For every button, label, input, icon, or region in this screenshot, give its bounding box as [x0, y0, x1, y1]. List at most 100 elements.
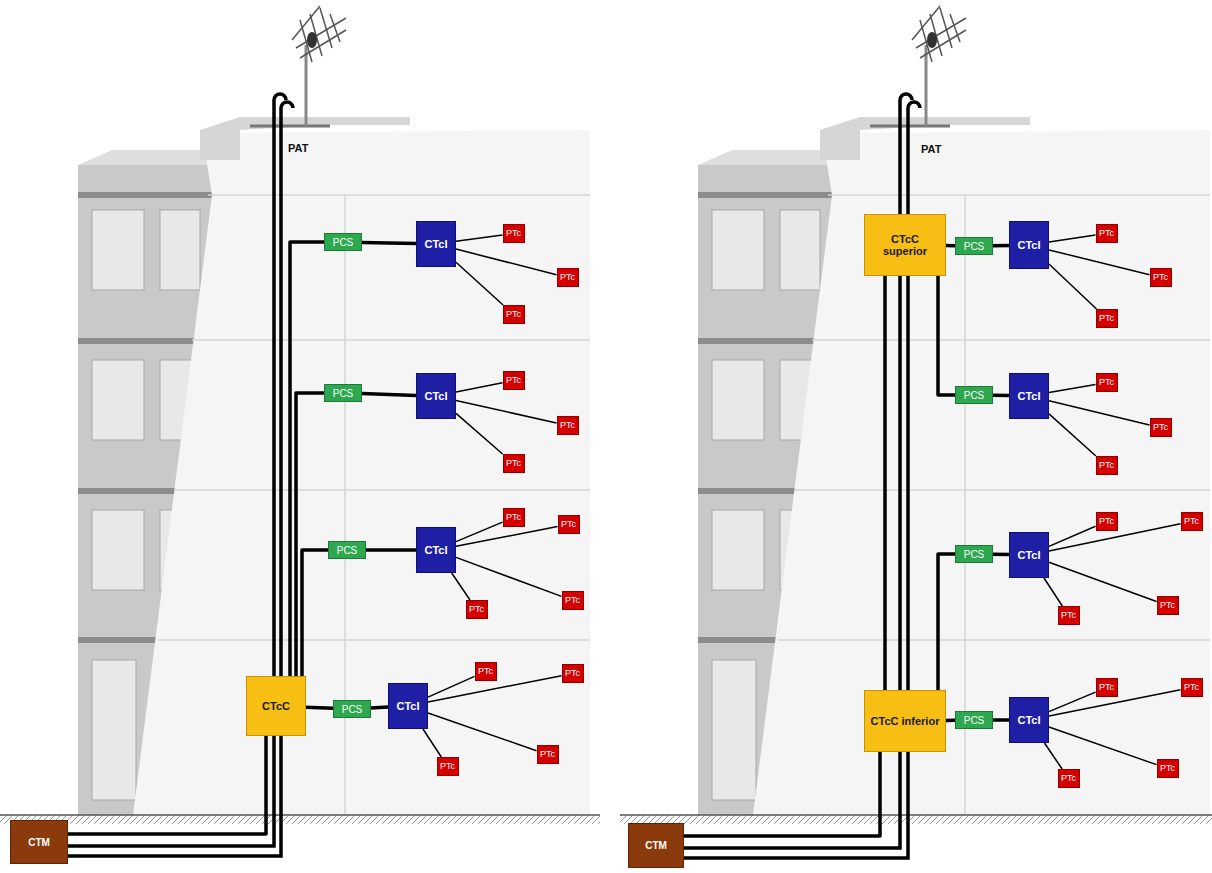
access-point: PTc — [1157, 596, 1179, 615]
riser-cable — [68, 736, 266, 834]
drop-cable — [1049, 401, 1150, 425]
box-label: PCS — [964, 715, 985, 726]
access-point: PTc — [1096, 224, 1118, 243]
drop-cable — [456, 262, 503, 305]
access-point: PTc — [503, 371, 525, 390]
riser-cable — [684, 752, 880, 836]
box-label: PCS — [964, 549, 985, 560]
box-label: CTcI — [424, 238, 447, 250]
riser-cable — [993, 244, 1009, 248]
box-label: CTcI — [1017, 549, 1040, 561]
box-label: CTM — [28, 837, 50, 848]
box-label: PTc — [1160, 764, 1175, 774]
drop-cable — [456, 249, 557, 275]
access-point: PTc — [537, 745, 559, 764]
box-label: PTc — [1061, 611, 1076, 621]
access-point: PTc — [503, 454, 525, 473]
access-point: PTc — [558, 515, 580, 534]
internal-terminal-box: CTcI — [1009, 221, 1049, 269]
box-label: PTc — [1153, 423, 1168, 433]
box-label: PTc — [1099, 378, 1114, 388]
drop-cable — [456, 401, 557, 424]
box-label: PCS — [964, 390, 985, 401]
riser-cable — [993, 394, 1009, 398]
access-point: PTc — [1150, 268, 1172, 287]
access-point: PTc — [466, 600, 488, 619]
drop-cable — [1049, 235, 1096, 242]
internal-terminal-box: CTcI — [1009, 697, 1049, 743]
box-label: PCS — [964, 241, 985, 252]
box-label: PTc — [506, 459, 521, 469]
drop-cable — [1049, 727, 1157, 765]
riser-cable — [946, 719, 955, 723]
drop-cable — [452, 573, 470, 600]
drop-cable — [1049, 414, 1096, 456]
box-label: PTc — [506, 513, 521, 523]
box-label: CTcC superior — [869, 233, 941, 257]
riser-cable — [938, 276, 955, 395]
drop-cable — [1049, 562, 1157, 601]
access-point: PTc — [1096, 678, 1118, 697]
box-label: PTc — [1184, 683, 1199, 693]
box-label: PCS — [337, 545, 358, 556]
drop-cable — [1049, 264, 1097, 309]
riser-cable — [366, 548, 416, 552]
riser-cable — [946, 244, 955, 248]
box-label: PTc — [565, 596, 580, 606]
riser-cable — [362, 242, 416, 243]
drop-cable — [1045, 743, 1063, 769]
access-point: PTc — [557, 416, 579, 435]
access-point: PTc — [1096, 309, 1118, 328]
drop-cable — [456, 235, 503, 241]
cable — [68, 94, 920, 858]
access-point: PTc — [1181, 678, 1203, 697]
drop-cable — [456, 527, 558, 547]
box-label: CTM — [645, 840, 667, 851]
drop-cable — [423, 729, 441, 757]
access-point: PTc — [562, 664, 584, 683]
riser-cable — [306, 707, 333, 708]
drop-cable — [456, 413, 503, 454]
riser-cable — [290, 242, 324, 676]
box-label: PTc — [506, 310, 521, 320]
mixer-terminal-box: CTM — [628, 823, 684, 868]
drop-cable — [1049, 384, 1096, 392]
box-label: PTc — [561, 520, 576, 530]
antenna-label: PAT — [288, 142, 308, 154]
internal-terminal-box: CTcI — [388, 683, 428, 729]
access-point: PTc — [503, 224, 525, 243]
box-label: PCS — [333, 237, 354, 248]
box-label: CTcI — [1017, 714, 1040, 726]
drop-cable — [456, 557, 562, 596]
mixer-terminal-box: CTM — [10, 820, 68, 864]
riser-cable — [993, 718, 1009, 722]
splitter-box: PCS — [324, 384, 362, 402]
splitter-box: PCS — [333, 700, 371, 718]
drop-cable — [428, 713, 537, 751]
box-label: PTc — [1153, 273, 1168, 283]
access-point: PTc — [557, 268, 579, 287]
riser-cable — [883, 276, 887, 690]
access-point: PTc — [1058, 769, 1080, 788]
access-point: PTc — [503, 305, 525, 324]
box-label: CTcI — [424, 390, 447, 402]
access-point: PTc — [1181, 512, 1203, 531]
riser-cable — [362, 394, 416, 396]
box-label: PTc — [1099, 314, 1114, 324]
antenna-label: PAT — [921, 143, 941, 155]
splitter-box: PCS — [328, 541, 366, 559]
internal-terminal-box: CTcI — [416, 527, 456, 573]
riser-cable — [371, 705, 388, 709]
box-label: PTc — [506, 376, 521, 386]
access-point: PTc — [1096, 512, 1118, 531]
riser-cable — [296, 393, 324, 676]
box-label: PTc — [1160, 601, 1175, 611]
internal-terminal-box: CTcI — [1009, 532, 1049, 578]
box-label: PTc — [469, 605, 484, 615]
box-label: PTc — [440, 762, 455, 772]
box-label: PTc — [1099, 229, 1114, 239]
riser-cable — [993, 553, 1009, 557]
drop-cable — [456, 383, 503, 392]
box-label: PTc — [560, 421, 575, 431]
access-point: PTc — [475, 662, 497, 681]
